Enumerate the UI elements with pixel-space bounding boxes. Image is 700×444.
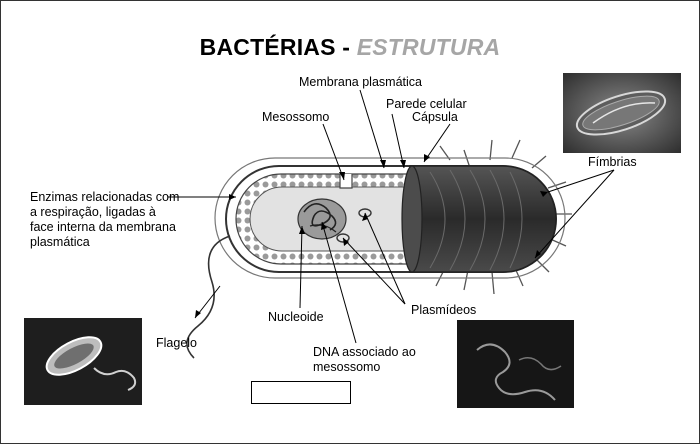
label-flagelo: Flagelo	[156, 336, 197, 351]
bacterium-intact-half	[410, 166, 556, 272]
label-plasmideos: Plasmídeos	[411, 303, 476, 318]
label-nucleoide: Nucleoide	[268, 310, 324, 325]
answer-box[interactable]	[251, 381, 351, 404]
label-enzimas: Enzimas relacionadas com a respiração, l…	[30, 190, 180, 250]
label-membrana-plasmatica: Membrana plasmática	[299, 75, 422, 90]
nucleoid	[298, 199, 346, 239]
label-capsula: Cápsula	[412, 110, 458, 125]
label-dna-associado: DNA associado ao mesossomo	[313, 345, 421, 375]
label-mesossomo: Mesossomo	[262, 110, 329, 125]
label-fimbrias: Fímbrias	[588, 155, 637, 170]
